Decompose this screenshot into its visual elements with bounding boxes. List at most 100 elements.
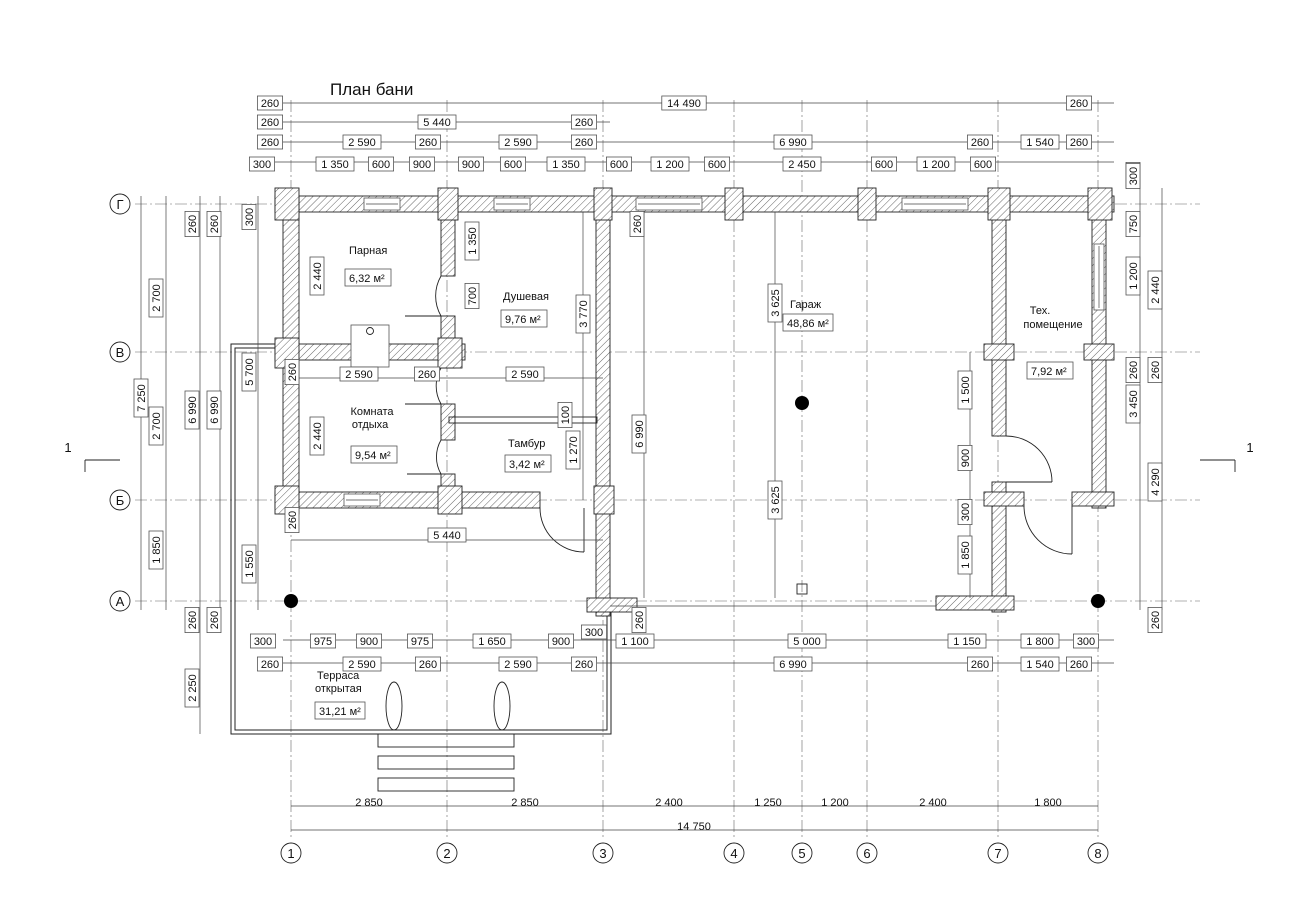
- dimension-label: 260: [184, 211, 200, 238]
- dimension-label: 600: [499, 156, 526, 172]
- svg-text:2 850: 2 850: [511, 797, 539, 809]
- svg-text:3 450: 3 450: [1128, 390, 1140, 418]
- dimension-label: 260: [256, 95, 283, 111]
- dimension-label: 260: [256, 134, 283, 150]
- dimension-label: 900: [548, 633, 575, 649]
- dimension-label: 2 850: [355, 797, 383, 809]
- room-name: Тамбур: [508, 438, 545, 450]
- svg-text:300: 300: [585, 627, 603, 639]
- dimension-label: 700: [464, 283, 480, 310]
- svg-text:600: 600: [708, 159, 726, 171]
- dimension-label: 5 000: [787, 633, 827, 649]
- dimension-label: 14 490: [661, 95, 707, 111]
- dimension-label: 260: [1066, 656, 1093, 672]
- svg-text:260: 260: [287, 511, 299, 529]
- svg-text:5 700: 5 700: [244, 358, 256, 386]
- svg-text:260: 260: [419, 659, 437, 671]
- room-area: 9,76 м²: [505, 314, 541, 326]
- svg-text:300: 300: [254, 636, 272, 648]
- dimension-label: 2 590: [498, 134, 538, 150]
- pillar: [1091, 594, 1105, 608]
- svg-text:300: 300: [1128, 167, 1140, 185]
- dimension-label: 2 590: [342, 656, 382, 672]
- svg-text:750: 750: [1128, 215, 1140, 233]
- svg-text:6 990: 6 990: [779, 137, 807, 149]
- dimension-label: 1 200: [650, 156, 690, 172]
- axis-letter: В: [116, 345, 125, 360]
- dimension-label: 14 750: [677, 821, 711, 833]
- svg-text:1 270: 1 270: [568, 436, 580, 464]
- svg-text:2 590: 2 590: [504, 659, 532, 671]
- section-label-left: 1: [64, 440, 71, 455]
- dimension-label: 1 150: [947, 633, 987, 649]
- svg-text:1 540: 1 540: [1026, 137, 1054, 149]
- dimension-label: 900: [457, 156, 484, 172]
- svg-text:2 590: 2 590: [511, 369, 539, 381]
- svg-text:975: 975: [314, 636, 332, 648]
- svg-text:600: 600: [875, 159, 893, 171]
- axis-letter-markers: Г В Б А: [109, 193, 131, 612]
- svg-text:100: 100: [560, 406, 572, 424]
- svg-text:2 400: 2 400: [919, 797, 947, 809]
- svg-text:300: 300: [244, 208, 256, 226]
- svg-text:260: 260: [261, 137, 279, 149]
- svg-text:6 990: 6 990: [209, 396, 221, 424]
- section-label-right: 1: [1246, 440, 1253, 455]
- svg-text:300: 300: [960, 503, 972, 521]
- dimension-label: 300: [248, 156, 275, 172]
- dimension-label: 750: [1125, 210, 1141, 237]
- dimension-label: 300: [581, 624, 608, 640]
- dimension-label: 3 450: [1125, 384, 1141, 424]
- dimension-label: 260: [256, 114, 283, 130]
- dimension-label: 5 440: [427, 527, 467, 543]
- svg-text:300: 300: [1077, 636, 1095, 648]
- axis-number: 7: [994, 846, 1001, 861]
- room-area: 9,54 м²: [355, 450, 391, 462]
- svg-text:5 440: 5 440: [423, 117, 451, 129]
- svg-text:260: 260: [1150, 611, 1162, 629]
- section-marks: 1 1: [64, 440, 1254, 472]
- dimension-label: 260: [414, 656, 441, 672]
- room-labels: Парная 6,32 м² Душевая 9,76 м² Гараж 48,…: [314, 245, 1083, 720]
- room-area: 7,92 м²: [1031, 366, 1067, 378]
- dimension-label: 300: [1073, 633, 1100, 649]
- dimension-label: 300: [241, 204, 257, 231]
- svg-text:900: 900: [413, 159, 431, 171]
- dimension-label: 1 800: [1020, 633, 1060, 649]
- svg-text:5 440: 5 440: [433, 530, 461, 542]
- svg-text:2 850: 2 850: [355, 797, 383, 809]
- room-area: 6,32 м²: [349, 273, 385, 285]
- svg-text:260: 260: [261, 659, 279, 671]
- svg-text:1 200: 1 200: [922, 159, 950, 171]
- svg-text:260: 260: [575, 137, 593, 149]
- svg-text:2 590: 2 590: [504, 137, 532, 149]
- svg-text:6 990: 6 990: [187, 396, 199, 424]
- dimension-label: 260: [413, 366, 440, 382]
- svg-text:260: 260: [575, 659, 593, 671]
- dimension-label: 1 100: [615, 633, 655, 649]
- svg-text:2 700: 2 700: [151, 412, 163, 440]
- dimension-label: 2 440: [309, 256, 325, 296]
- dimension-label: 260: [206, 211, 222, 238]
- dimension-label: 2 440: [1147, 270, 1163, 310]
- svg-text:1 350: 1 350: [552, 159, 580, 171]
- svg-text:2 250: 2 250: [187, 674, 199, 702]
- svg-text:1 850: 1 850: [960, 541, 972, 569]
- dimension-label: 1 650: [472, 633, 512, 649]
- axis-letter: Б: [116, 493, 125, 508]
- dimension-label: 6 990: [631, 414, 647, 454]
- svg-text:2 440: 2 440: [1150, 276, 1162, 304]
- svg-text:300: 300: [253, 159, 271, 171]
- svg-text:260: 260: [1070, 137, 1088, 149]
- svg-text:900: 900: [960, 449, 972, 467]
- dimension-label: 1 350: [315, 156, 355, 172]
- svg-text:260: 260: [209, 215, 221, 233]
- svg-text:260: 260: [1128, 361, 1140, 379]
- dimension-label: 260: [284, 507, 300, 534]
- dimension-label: 7 250: [133, 378, 149, 418]
- windows: [343, 197, 1105, 507]
- dimension-label: 3 625: [767, 480, 783, 520]
- axis-number-markers: 1 2 3 4 5 6 7 8: [280, 842, 1109, 864]
- svg-text:260: 260: [575, 117, 593, 129]
- svg-text:600: 600: [504, 159, 522, 171]
